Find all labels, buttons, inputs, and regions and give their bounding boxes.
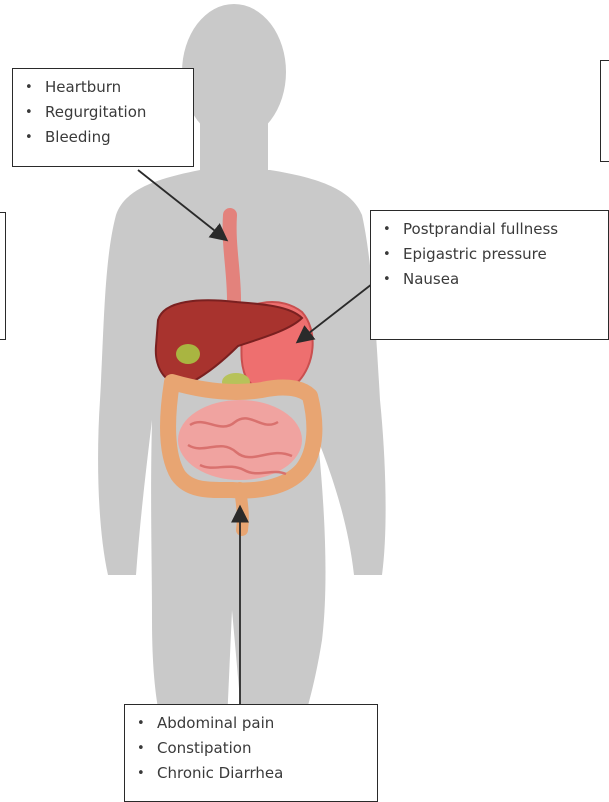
bullet-icon: •: [137, 761, 145, 786]
symptom-label: Constipation: [157, 739, 251, 757]
bullet-icon: •: [25, 100, 33, 125]
stomach-symptoms-list: • Postprandial fullness • Epigastric press…: [379, 217, 579, 292]
bullet-icon: •: [383, 267, 391, 292]
symptom-label: Heartburn: [45, 78, 121, 96]
list-item: • Bleeding: [21, 125, 183, 150]
bullet-icon: •: [383, 242, 391, 267]
bullet-icon: •: [137, 736, 145, 761]
esophagus-symptoms-box: • Heartburn • Regurgitation • Bleeding: [12, 68, 194, 167]
list-item: • Constipation: [133, 736, 367, 761]
symptom-label: Bleeding: [45, 128, 111, 146]
list-item: • Postprandial fullness: [379, 217, 579, 242]
bullet-icon: •: [383, 217, 391, 242]
esophagus-symptoms-list: • Heartburn • Regurgitation • Bleeding: [21, 75, 183, 150]
list-item: • Chronic Diarrhea: [133, 761, 367, 786]
symptom-label: Nausea: [403, 270, 459, 288]
list-item: • Heartburn: [21, 75, 183, 100]
symptom-label: Epigastric pressure: [403, 245, 547, 263]
symptom-label: Regurgitation: [45, 103, 146, 121]
symptom-label: Postprandial fullness: [403, 220, 558, 238]
list-item: • Epigastric pressure: [379, 242, 579, 267]
bullet-icon: •: [137, 711, 145, 736]
list-item: • Regurgitation: [21, 100, 183, 125]
bullet-icon: •: [25, 75, 33, 100]
symptom-label: Chronic Diarrhea: [157, 764, 283, 782]
intestine-symptoms-box: • Abdominal pain • Constipation • Chronic D…: [124, 704, 378, 802]
symptom-label: Abdominal pain: [157, 714, 274, 732]
right-cropped-box: [600, 60, 609, 162]
stomach-symptoms-box: • Postprandial fullness • Epigastric press…: [370, 210, 609, 340]
gallbladder: [176, 344, 200, 364]
list-item: • Nausea: [379, 267, 579, 292]
left-cropped-box: [0, 212, 6, 340]
list-item: • Abdominal pain: [133, 711, 367, 736]
small-intestine: [178, 400, 302, 480]
bullet-icon: •: [25, 125, 33, 150]
intestine-symptoms-list: • Abdominal pain • Constipation • Chronic D…: [133, 711, 367, 786]
